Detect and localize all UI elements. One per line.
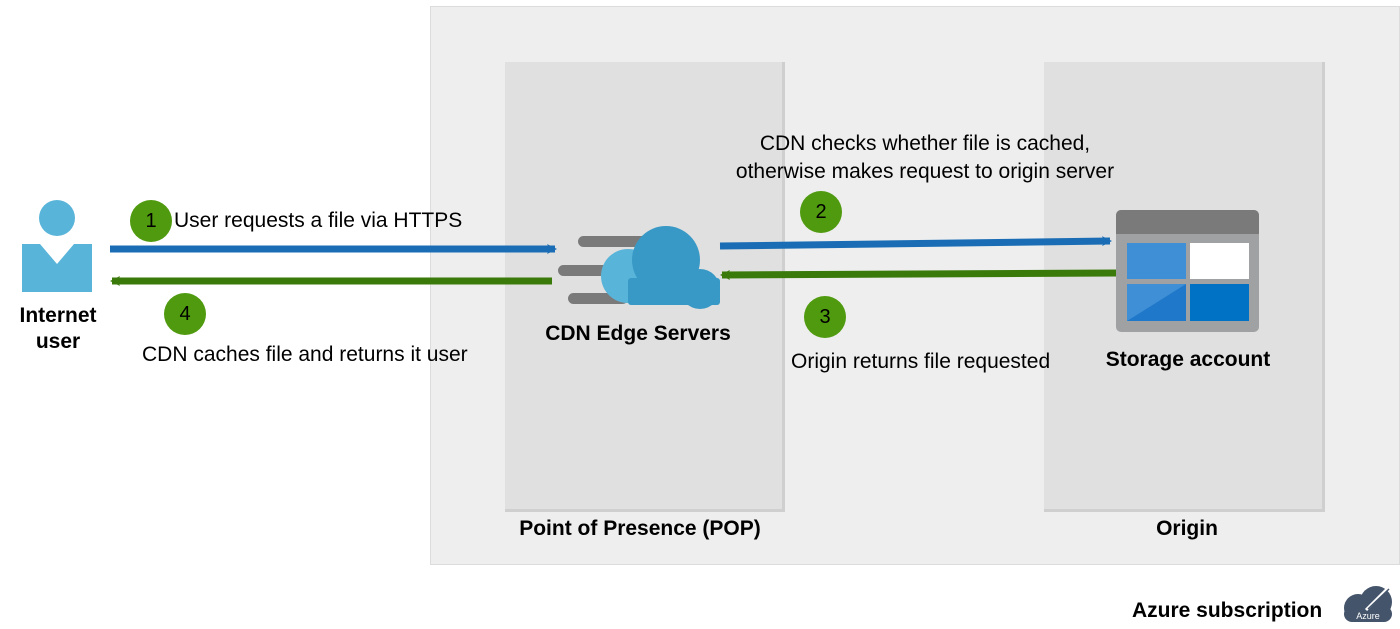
cdn-edge-servers-label: CDN Edge Servers [545,322,731,345]
internet-user-label: Internet user [19,304,97,353]
cdn-cloud-icon [558,226,720,309]
step-3-badge: 3 [804,296,846,338]
step-1-text: User requests a file via HTTPS [174,209,463,232]
step-4-text: CDN caches file and returns it user [142,343,468,366]
azure-badge-icon: Azure [1344,586,1392,622]
azure-badge-text: Azure [1356,611,1380,621]
step-2-text: CDN checks whether file is cached, other… [735,132,1115,183]
azure-subscription-label: Azure subscription [1132,599,1323,622]
pop-region-label: Point of Presence (POP) [519,517,761,540]
arrow-cdn-to-origin [719,236,1112,250]
step-4-badge: 4 [164,293,206,335]
internet-user-icon [22,200,92,292]
arrow-origin-to-cdn [720,269,1117,280]
step-3-text: Origin returns file requested [791,350,1051,373]
step-1-badge: 1 [130,200,172,242]
storage-account-label: Storage account [1105,348,1271,371]
origin-region-label: Origin [1156,517,1218,540]
storage-account-icon [1116,210,1259,332]
step-2-badge: 2 [800,191,842,233]
